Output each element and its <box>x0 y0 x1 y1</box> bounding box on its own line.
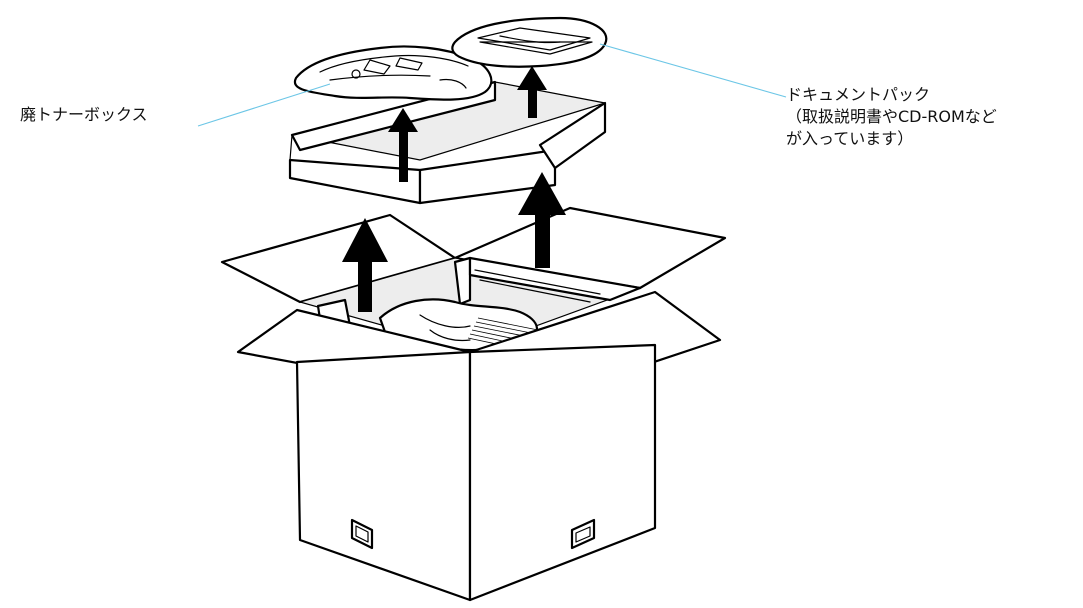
document-pack-label-line2: （取扱説明書やCD-ROMなど <box>786 107 997 126</box>
lift-arrow-toner <box>388 108 418 182</box>
document-pack-label-line1: ドキュメントパック <box>786 85 931 104</box>
lift-arrow-left-large <box>342 218 388 312</box>
carton-face-right <box>468 343 657 602</box>
leader-line-toner <box>197 83 331 127</box>
inner-packing-contents <box>316 256 642 352</box>
carton-face-left <box>295 350 472 602</box>
tray-right-wing <box>538 101 607 170</box>
document-pack-label-line3: が入っています） <box>786 129 914 148</box>
tray-front-right-wall <box>418 148 557 205</box>
carton-handle-left <box>350 518 374 550</box>
lift-arrow-docpack <box>517 66 547 118</box>
waste-toner-box <box>293 45 493 101</box>
carton-handle-right <box>570 518 596 550</box>
shipping-carton <box>220 206 727 602</box>
leader-line-docpack <box>599 43 787 98</box>
lift-arrow-right-large <box>518 172 566 268</box>
waste-toner-box-label: 廃トナーボックス <box>20 105 148 124</box>
document-pack <box>451 16 608 68</box>
document-pack-label: ドキュメントパック （取扱説明書やCD-ROMなど が入っています） <box>786 84 997 150</box>
